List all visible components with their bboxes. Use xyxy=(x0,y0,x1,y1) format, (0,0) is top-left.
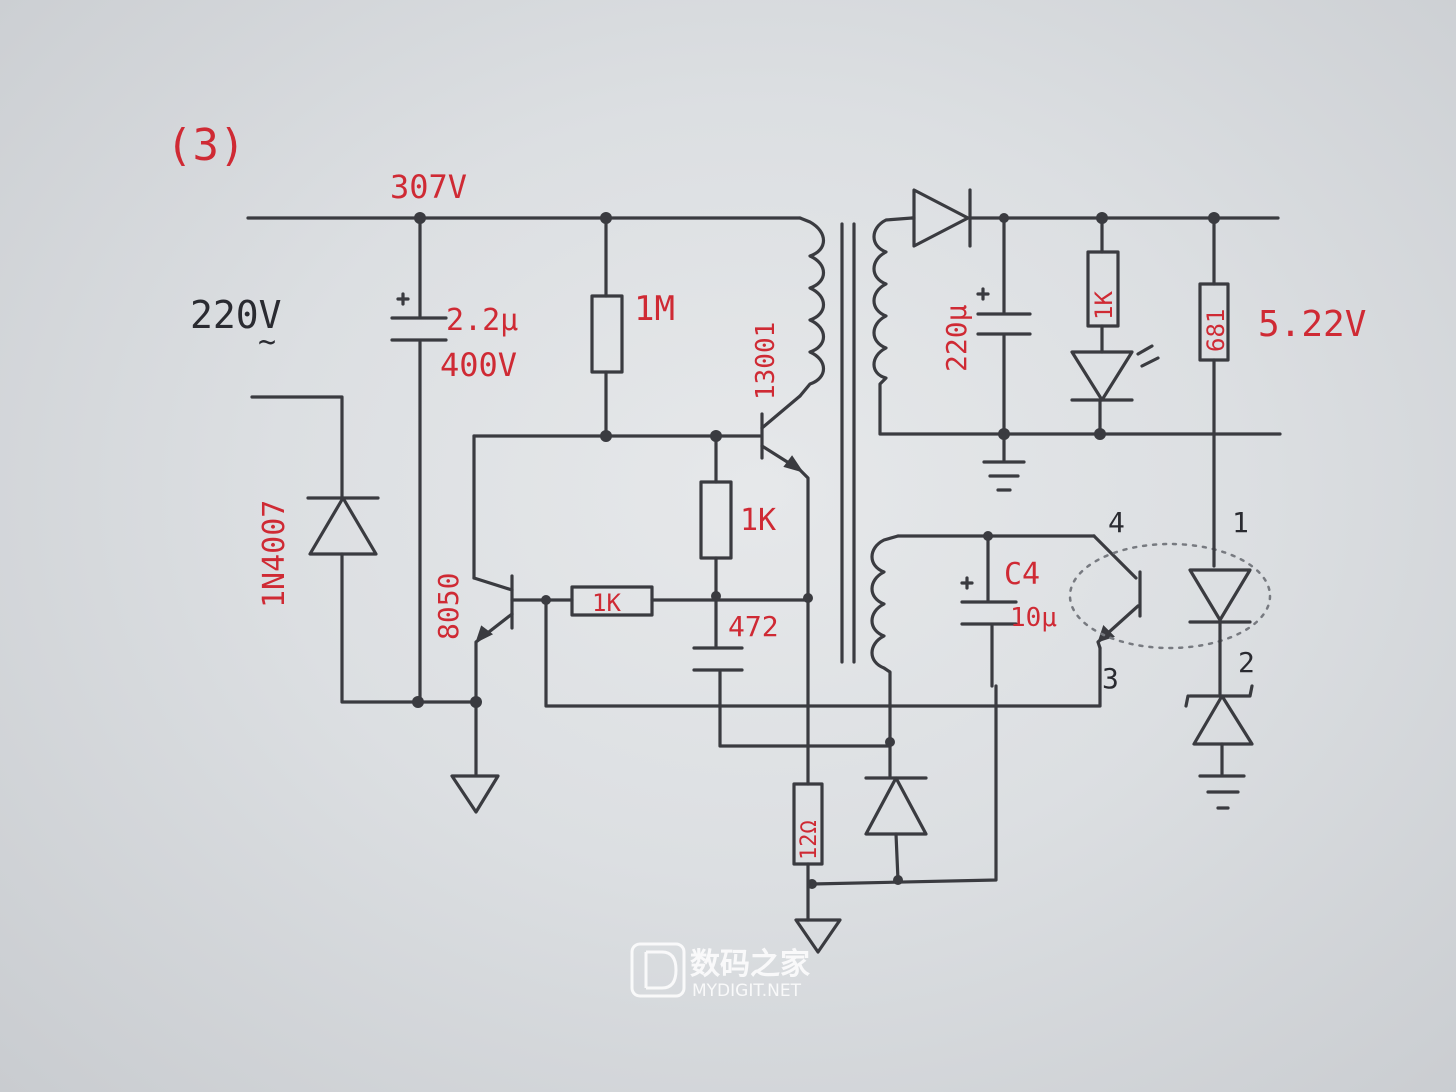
start-resistor xyxy=(590,216,624,438)
junction-dot xyxy=(600,430,612,442)
ac-input-wire xyxy=(250,395,344,499)
optocoupler-led xyxy=(1188,568,1252,696)
switch-transistor-label: 13001 xyxy=(751,322,781,400)
filter-capacitor xyxy=(390,216,448,704)
transistor-13001 xyxy=(760,394,804,473)
opto-pin-1: 1 xyxy=(1232,506,1249,539)
sense-resistor xyxy=(792,782,824,922)
ground-return-wire xyxy=(810,684,998,886)
figure-number: (3) xyxy=(166,120,245,171)
optocoupler-outline xyxy=(1068,542,1272,650)
aux-winding xyxy=(870,534,1096,778)
aux-diode xyxy=(864,776,928,882)
bus-voltage-label: 307V xyxy=(390,168,467,206)
led-branch xyxy=(1070,216,1160,436)
junction-dot xyxy=(885,737,895,747)
feedback-capacitor-value: 472 xyxy=(728,610,779,643)
ground-bottom xyxy=(794,918,842,954)
start-resistor-value: 1M xyxy=(634,289,675,329)
c4-name: C4 xyxy=(1004,557,1040,592)
watermark-chinese: 数码之家 xyxy=(690,947,810,982)
junction-dot xyxy=(893,875,903,885)
c4-value: 10μ xyxy=(1010,603,1057,633)
shunt-regulator xyxy=(1184,684,1254,810)
feedback-capacitor xyxy=(692,646,892,748)
primary-winding xyxy=(798,216,826,398)
filter-capacitor-rating: 400V xyxy=(440,346,517,384)
diode-part-label: 1N4007 xyxy=(257,500,292,608)
divider-resistor-value: 681 xyxy=(1202,309,1230,352)
resistor-1k-8050 xyxy=(570,585,810,617)
output-capacitor xyxy=(976,216,1032,492)
led-resistor-value: 1K xyxy=(1090,291,1118,320)
transistor-8050 xyxy=(472,574,574,776)
output-capacitor-value: 220μ xyxy=(940,304,973,372)
emitter-13001-wire xyxy=(798,468,810,786)
opto-pin-4: 4 xyxy=(1108,506,1125,539)
aux-capacitor-c4 xyxy=(960,534,1018,688)
divider-resistor xyxy=(1198,216,1230,568)
resistor-1k-base xyxy=(699,434,733,648)
secondary-winding xyxy=(872,216,1282,436)
junction-dot xyxy=(412,696,424,708)
base-resistor-value: 1K xyxy=(740,503,776,538)
ac-voltage-label: 220V xyxy=(190,293,282,337)
watermark-english: MYDIGIT.NET xyxy=(692,981,802,1001)
output-diode xyxy=(910,188,1280,248)
output-voltage-label: 5.22V xyxy=(1258,304,1366,345)
opto-pin-3: 3 xyxy=(1102,662,1119,695)
control-transistor-label: 8050 xyxy=(432,573,465,640)
resistor-8050-value: 1K xyxy=(592,589,621,617)
transformer-core xyxy=(840,222,856,664)
ground-left xyxy=(450,774,500,814)
ac-symbol: ~ xyxy=(258,325,276,360)
watermark-logo: 数码之家 MYDIGIT.NET xyxy=(630,942,810,1001)
opto-pin-2: 2 xyxy=(1238,646,1255,679)
diode-1n4007 xyxy=(306,496,478,704)
junction-dot xyxy=(470,696,482,708)
optocoupler-transistor xyxy=(1092,534,1142,650)
filter-capacitor-value: 2.2μ xyxy=(446,303,518,338)
sense-resistor-value: 12Ω xyxy=(797,820,822,860)
opto-drive-wire xyxy=(544,598,1102,708)
